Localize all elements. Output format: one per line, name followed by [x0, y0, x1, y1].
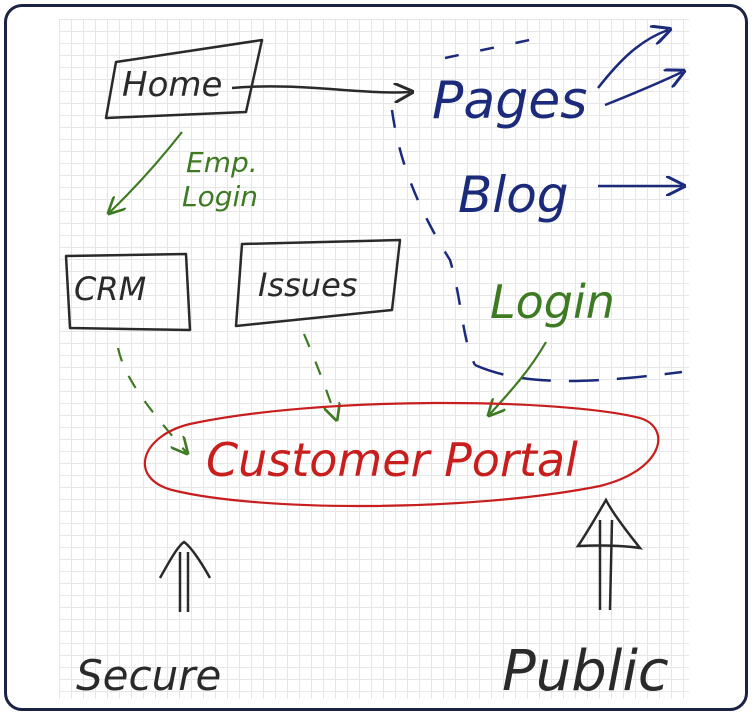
public-region-dashed-left — [390, 109, 477, 366]
issues-to-portal-dashed-arrow — [302, 333, 336, 418]
login-label: Login — [490, 275, 615, 329]
home-label: Home — [122, 65, 222, 105]
pages-outlink-arrow-1 — [597, 30, 668, 89]
issues-label: Issues — [258, 266, 357, 304]
whiteboard-frame — [4, 4, 748, 711]
emp-login-label-line1: Emp. — [186, 146, 258, 179]
issues-node: Issues — [234, 238, 402, 328]
secure-access-arrow — [158, 540, 212, 612]
customer-portal-label: Customer Portal — [206, 433, 578, 487]
home-node: Home — [104, 38, 264, 120]
public-region-dashed-bottom — [474, 363, 683, 383]
pages-label: Pages — [432, 71, 587, 131]
emp-login-label-line2: Login — [182, 180, 258, 213]
crm-node: CRM — [64, 252, 192, 332]
pages-outlink-arrow-2 — [604, 72, 682, 107]
login-arrow — [490, 341, 547, 414]
customer-portal-node: Customer Portal — [143, 401, 660, 508]
emp-login-arrow — [110, 131, 183, 212]
public-label: Public — [502, 639, 669, 704]
grid-paper — [59, 19, 689, 699]
public-access-arrow — [575, 497, 643, 611]
crm-label: CRM — [74, 270, 146, 308]
public-region-dashed-top — [444, 34, 549, 60]
home-to-pages-arrow — [231, 86, 410, 92]
blog-label: Blog — [458, 166, 569, 224]
secure-label: Secure — [76, 651, 221, 700]
crm-to-portal-dashed-arrow — [116, 347, 186, 452]
